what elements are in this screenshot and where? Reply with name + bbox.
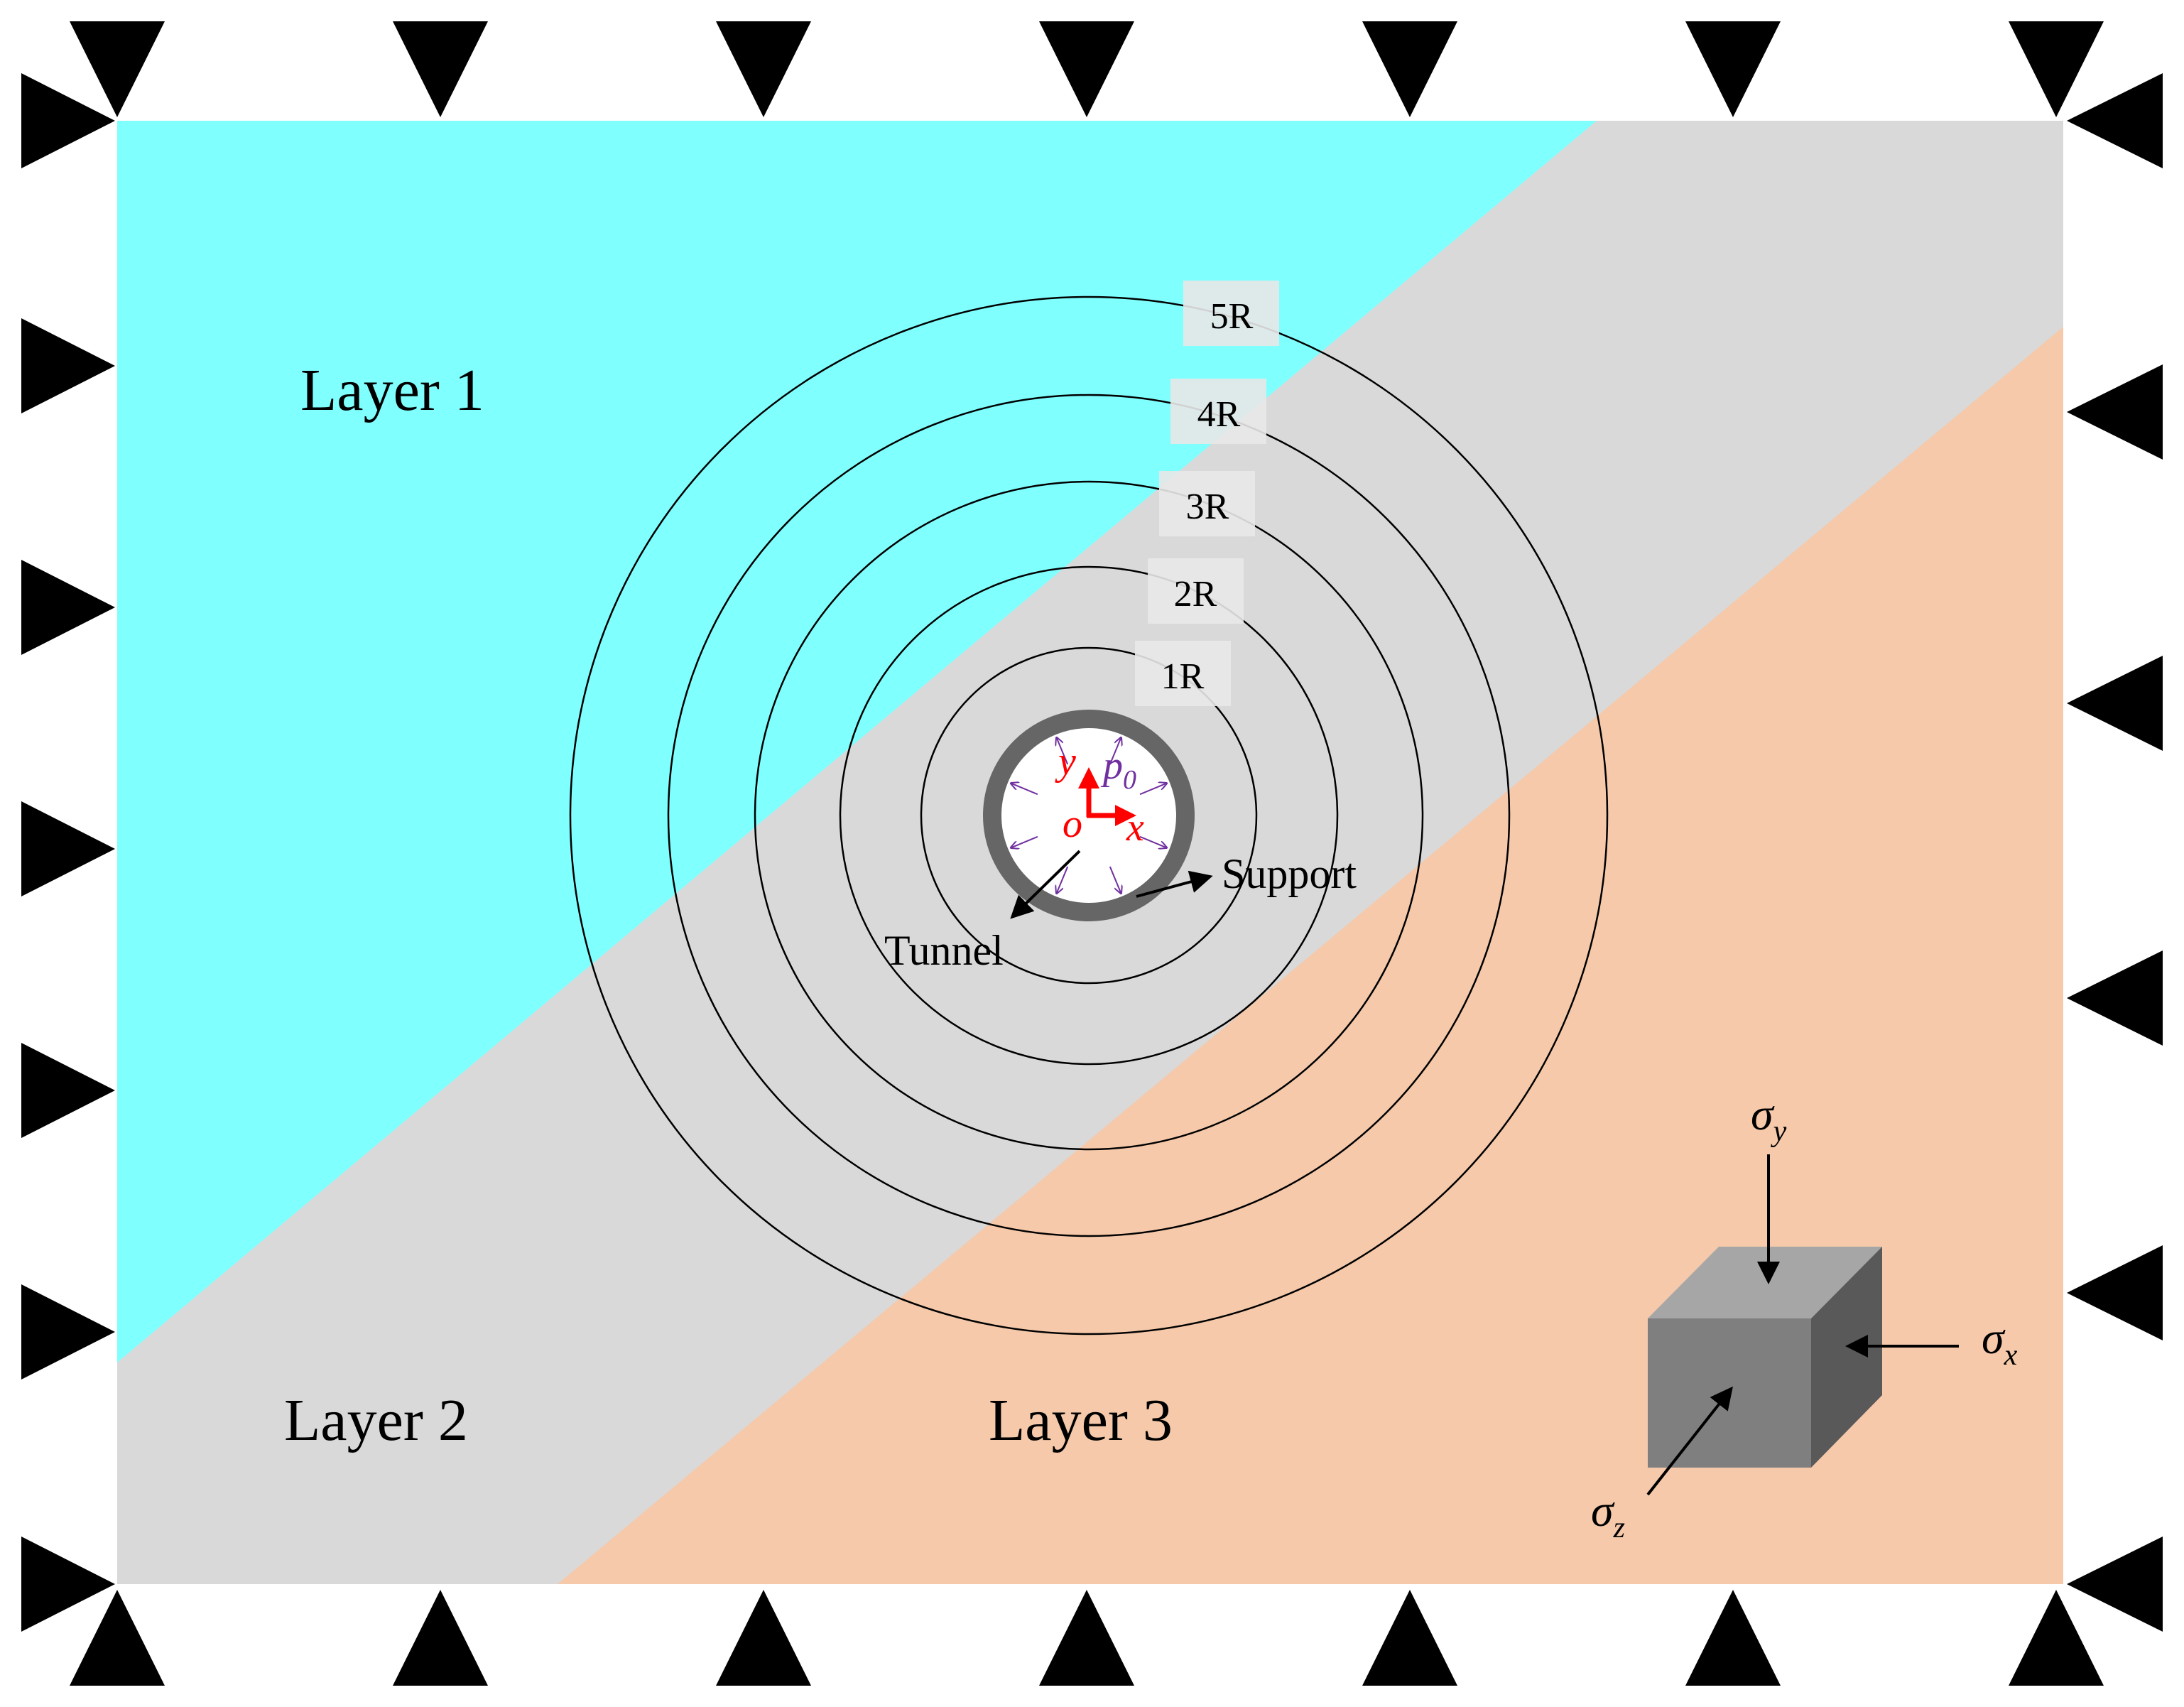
left-support-triangle: [21, 1537, 115, 1632]
right-support-triangle: [2067, 1245, 2163, 1340]
radius-label-box-1r: [1135, 641, 1231, 706]
radius-label-box-4r: [1170, 379, 1266, 444]
sigma-z-arrow: [1646, 1386, 1733, 1496]
top-support-triangle: [70, 21, 165, 117]
x-axis-arrowhead: [1115, 805, 1136, 826]
left-support-triangle: [21, 560, 115, 655]
origin-label: o: [1063, 802, 1082, 846]
tunnel-pointer: [1010, 850, 1081, 919]
top-support-triangle: [1362, 21, 1457, 117]
y-axis-label: y: [1055, 739, 1076, 784]
pressure-arrow: [1057, 866, 1069, 893]
radius-labels: 1R 2R 3R 4R 5R: [1135, 281, 1279, 706]
bottom-support-triangle: [1039, 1590, 1134, 1686]
left-support-triangle: [21, 73, 115, 168]
left-support-triangle: [21, 1043, 115, 1138]
right-support-triangle: [2067, 656, 2163, 751]
rock-domain: [117, 121, 2063, 1584]
radius-label-box-2r: [1148, 558, 1244, 624]
y-axis-arrowhead: [1078, 767, 1099, 789]
pressure-label: p0: [1100, 744, 1136, 795]
pressure-arrow: [1139, 835, 1166, 847]
bottom-support-triangle: [1685, 1590, 1781, 1686]
radius-label-box-5r: [1183, 281, 1279, 346]
sigma-y-label: σy: [1751, 1089, 1787, 1148]
pressure-arrow: [1139, 784, 1166, 796]
support-label: Support: [1222, 850, 1357, 897]
circle-4r: [667, 394, 1511, 1237]
local-axes: y x o p0: [1055, 739, 1144, 850]
top-support-triangle: [393, 21, 488, 117]
bottom-support-triangle: [393, 1590, 488, 1686]
top-support-triangle: [1039, 21, 1134, 117]
bottom-support-triangle: [1362, 1590, 1457, 1686]
radius-label-1r: 1R: [1161, 656, 1205, 697]
layer-3-label: Layer 3: [989, 1387, 1173, 1453]
right-support-triangle: [2067, 950, 2163, 1046]
right-support-triangle: [2067, 364, 2163, 460]
layer-2-label: Layer 2: [284, 1387, 468, 1453]
right-support-triangle: [2067, 1537, 2163, 1632]
top-support-triangle: [716, 21, 811, 117]
pressure-arrow: [1109, 866, 1121, 893]
pressure-arrow: [1011, 784, 1038, 796]
right-support-triangle: [2067, 73, 2163, 168]
layer-3-region: [558, 327, 2063, 1584]
radius-label-3r: 3R: [1186, 487, 1229, 527]
radius-label-5r: 5R: [1210, 296, 1254, 337]
pressure-arrow: [1057, 738, 1069, 765]
layer-1-label: Layer 1: [300, 357, 484, 423]
sigma-z-label: σz: [1591, 1485, 1625, 1544]
circle-3r: [754, 480, 1424, 1151]
bottom-support-triangle: [70, 1590, 165, 1686]
radius-label-4r: 4R: [1197, 394, 1241, 435]
annotations: Tunnel Support: [884, 850, 1357, 974]
circle-5r: [569, 296, 1609, 1335]
circle-1r: [920, 646, 1258, 985]
top-support-triangle: [2009, 21, 2104, 117]
left-support-triangle: [21, 1284, 115, 1380]
tunnel-label: Tunnel: [884, 927, 1004, 974]
radius-label-box-3r: [1159, 471, 1255, 536]
support-pointer: [1136, 870, 1213, 898]
top-support-triangle: [1685, 21, 1781, 117]
bottom-support-triangle: [2009, 1590, 2104, 1686]
bottom-support-triangle: [716, 1590, 811, 1686]
pressure-arrow: [1011, 835, 1038, 847]
radius-label-2r: 2R: [1174, 574, 1217, 614]
sigma-x-label: σx: [1982, 1313, 2018, 1372]
x-axis-label: x: [1126, 806, 1144, 850]
stress-element: σy σx σz: [1591, 1089, 2018, 1544]
pressure-arrow: [1109, 738, 1121, 765]
reference-circles: [569, 296, 1609, 1335]
circle-2r: [839, 565, 1339, 1066]
left-support-triangle: [21, 318, 115, 413]
boundary-supports: [21, 21, 2163, 1686]
left-support-triangle: [21, 801, 115, 896]
internal-pressure-arrows: [1011, 738, 1166, 893]
